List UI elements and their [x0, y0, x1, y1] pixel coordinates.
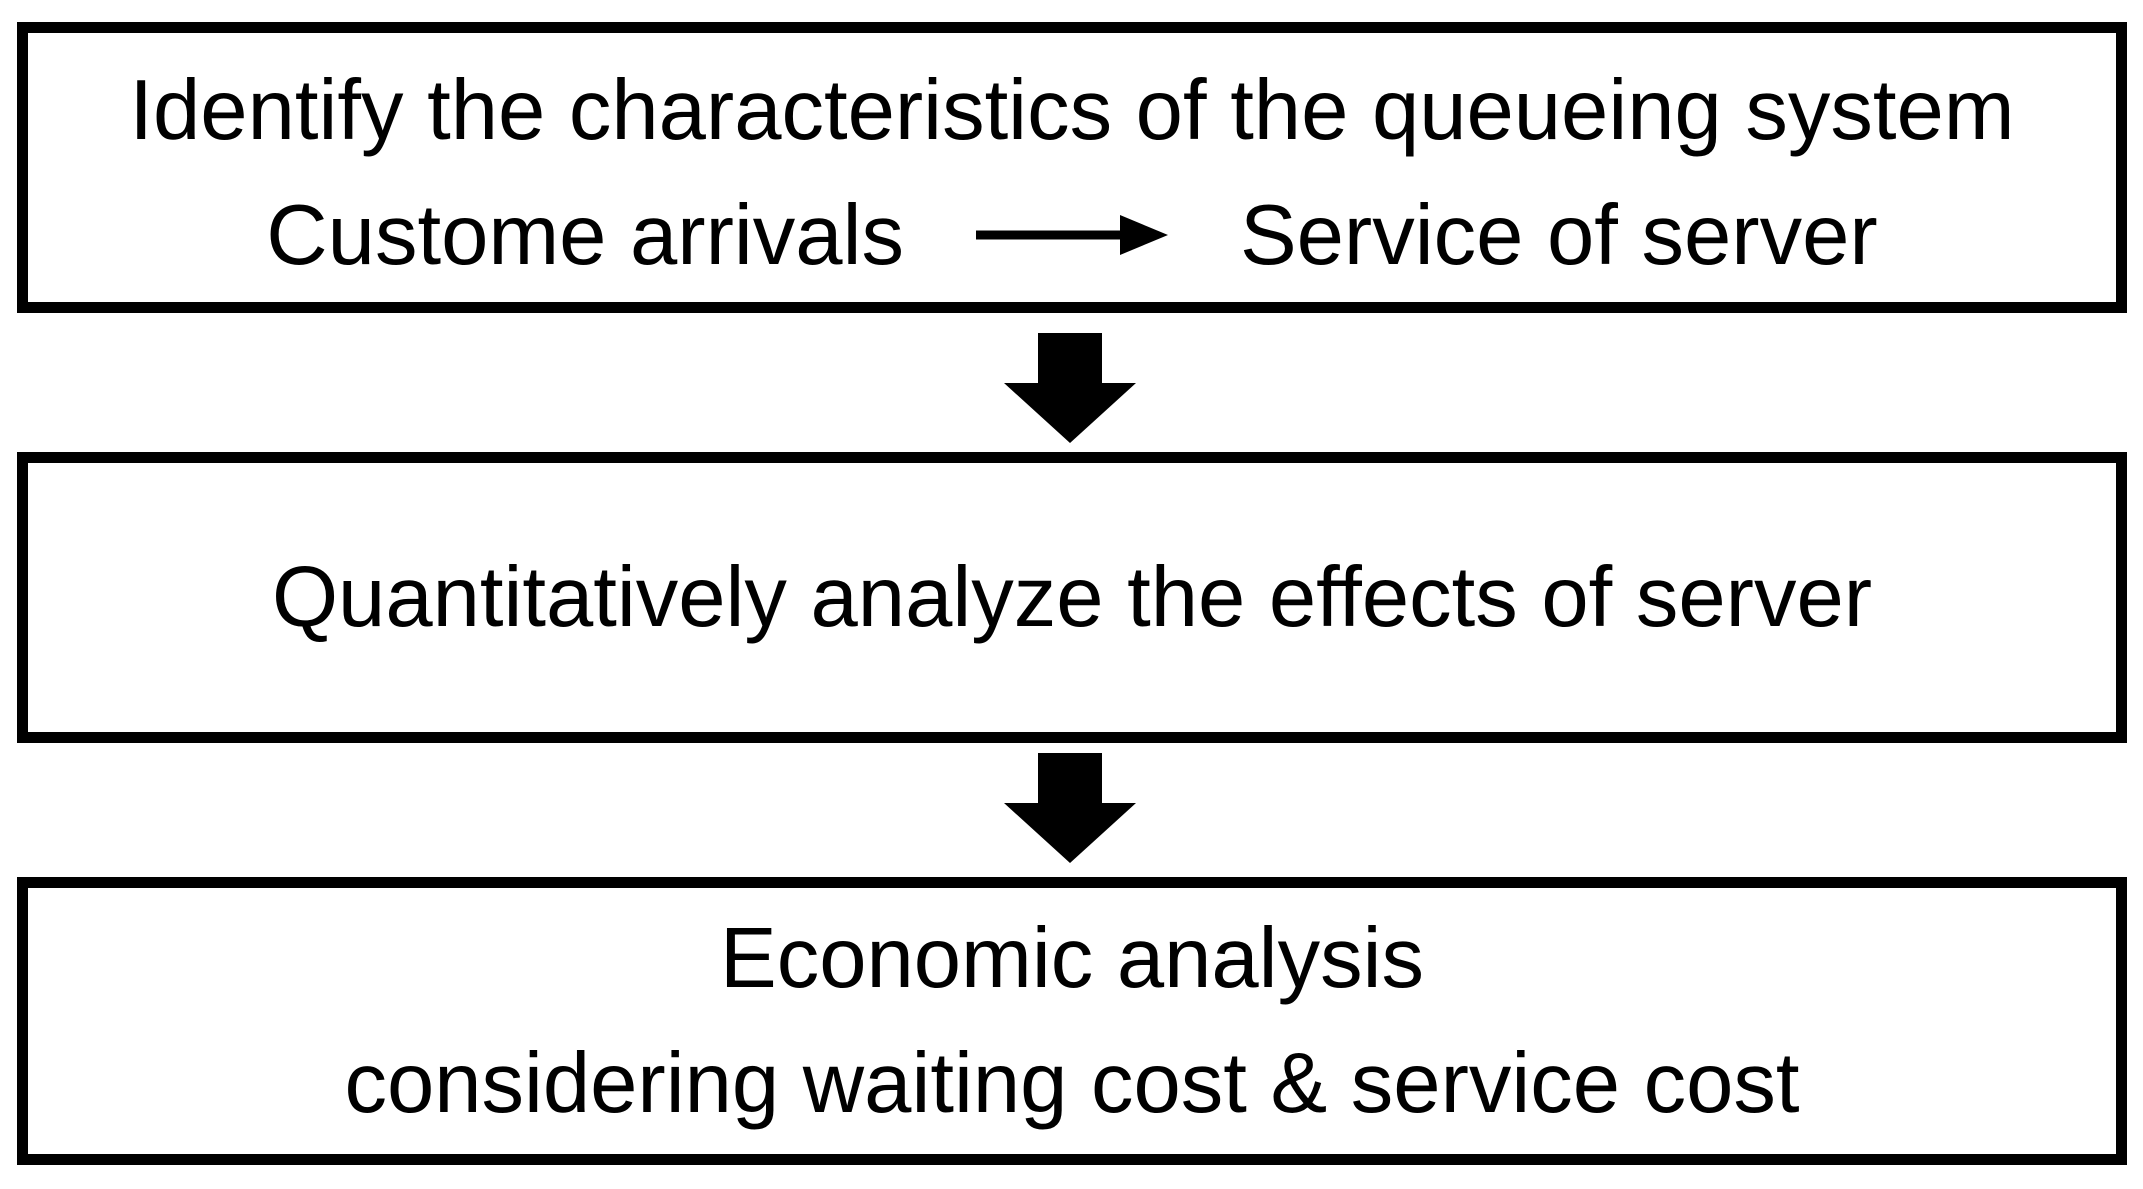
step3-title: Economic analysis: [720, 911, 1424, 1006]
down-block-arrow-icon: [1004, 753, 1136, 863]
down-block-arrow-icon: [1004, 333, 1136, 443]
flow-box-economic-analysis: Economic analysis considering waiting co…: [17, 877, 2127, 1165]
flow-box-quantitative-analysis: Quantitatively analyze the effects of se…: [17, 452, 2127, 743]
service-of-server-label: Service of server: [1239, 187, 1878, 283]
step2-title: Quantitatively analyze the effects of se…: [271, 550, 1873, 645]
step3-subtitle: considering waiting cost & service cost: [344, 1036, 1800, 1131]
right-arrow-icon: [975, 215, 1168, 255]
step1-customer-service-row: Custome arrivals Service of server: [266, 173, 1877, 298]
customer-arrivals-label: Custome arrivals: [266, 187, 904, 283]
flow-box-identify-characteristics: Identify the characteristics of the queu…: [17, 22, 2127, 313]
step1-title: Identify the characteristics of the queu…: [129, 62, 2015, 158]
